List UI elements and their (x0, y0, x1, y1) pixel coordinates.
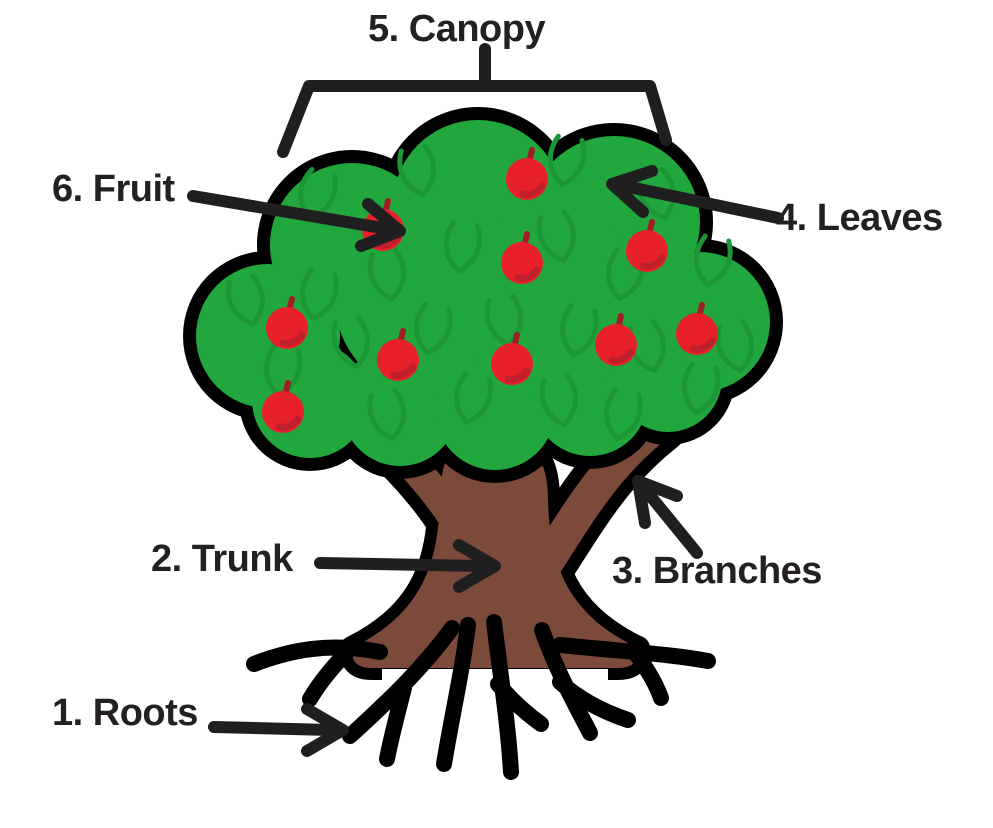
label-branches: 3. Branches (612, 550, 822, 592)
label-trunk: 2. Trunk (151, 538, 293, 580)
fruit-arrow (187, 190, 406, 252)
callout-arrows (187, 43, 784, 757)
roots-shape (246, 614, 716, 780)
label-roots: 1. Roots (52, 692, 198, 734)
canopy-bracket (277, 43, 672, 158)
roots-arrow (208, 703, 349, 757)
branches-arrow (632, 475, 703, 559)
label-fruit: 6. Fruit (52, 168, 175, 210)
label-leaves: 4. Leaves (776, 197, 943, 239)
trunk-arrow (314, 539, 501, 593)
label-canopy: 5. Canopy (368, 8, 546, 50)
leaves-arrow (606, 165, 784, 224)
